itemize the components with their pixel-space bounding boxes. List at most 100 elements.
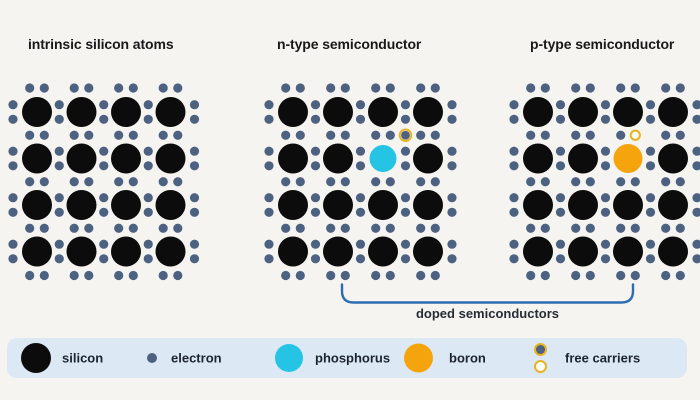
electron-dot (8, 239, 18, 249)
electron-dot (692, 100, 700, 110)
silicon-atom (111, 190, 141, 220)
electron-dot (355, 114, 366, 124)
electron-dot (371, 270, 381, 281)
electron-dot (447, 207, 457, 217)
electron-dot (143, 193, 153, 203)
electron-dot (447, 161, 457, 171)
electron-dot (555, 193, 566, 203)
free-electron-dot (401, 130, 410, 140)
electron-dot (25, 130, 35, 140)
electron-dot (189, 114, 200, 124)
electron-dot (54, 146, 64, 156)
electron-dot (310, 207, 321, 217)
electron-dot (616, 270, 626, 281)
electron-dot (600, 193, 611, 203)
electron-dot (264, 146, 274, 156)
electron-dot (310, 239, 321, 249)
electron-dot (326, 223, 336, 233)
electron-dot (430, 270, 440, 281)
silicon-atom (155, 236, 186, 267)
electron-dot (281, 83, 291, 93)
silicon-atom (66, 236, 97, 267)
electron-dot (173, 223, 183, 233)
electron-dot (585, 223, 595, 233)
electron-dot (645, 207, 656, 217)
electron-dot (84, 83, 94, 93)
electron-dot (84, 223, 94, 233)
electron-dot (416, 83, 426, 93)
silicon-atom (323, 190, 353, 220)
electron-dot (189, 100, 200, 110)
silicon-atom (323, 143, 353, 174)
electron-dot (99, 146, 109, 156)
panel-title-n-type: n-type semiconductor (277, 36, 422, 52)
electron-dot (645, 193, 656, 203)
electron-dot (310, 114, 321, 124)
electron-dot (143, 114, 153, 124)
electron-dot (600, 239, 611, 249)
electron-dot (447, 254, 457, 264)
legend-phosphorus-label: phosphorus (315, 350, 391, 366)
silicon-atom (278, 143, 308, 174)
electron-dot (355, 193, 366, 203)
electron-dot (509, 100, 519, 110)
hole-icon (534, 360, 547, 373)
electron-dot (8, 146, 18, 156)
electron-dot (281, 270, 291, 281)
electron-dot (509, 207, 519, 217)
electron-dot (189, 161, 200, 171)
electron-dot (326, 270, 336, 281)
electron-dot (264, 207, 274, 217)
legend-phosphorus-swatch (275, 344, 303, 372)
silicon-atom (323, 236, 353, 267)
silicon-atom (523, 143, 553, 174)
electron-dot (355, 239, 366, 249)
electron-dot (571, 223, 581, 233)
electron-dot (571, 177, 581, 187)
silicon-atom (22, 236, 52, 267)
electron-dot (430, 83, 440, 93)
electron-dot (616, 130, 626, 140)
silicon-atom (22, 190, 52, 220)
electron-dot (99, 161, 109, 171)
electron-dot (326, 83, 336, 93)
electron-dot (385, 223, 395, 233)
electron-dot (692, 161, 700, 171)
electron-dot (526, 223, 536, 233)
electron-dot (310, 146, 321, 156)
electron-dot (661, 223, 671, 233)
silicon-atom (368, 97, 398, 127)
legend-boron-label: boron (449, 350, 486, 366)
electron-dot (571, 83, 581, 93)
silicon-atom (111, 236, 141, 267)
electron-dot (310, 193, 321, 203)
electron-dot (645, 100, 656, 110)
electron-dot (509, 146, 519, 156)
electron-dot (416, 270, 426, 281)
electron-dot (675, 83, 685, 93)
electron-dot (189, 193, 200, 203)
electron-dot (355, 146, 366, 156)
electron-dot (630, 177, 640, 187)
electron-dot (630, 83, 640, 93)
silicon-atom (413, 190, 443, 220)
electron-dot (416, 130, 426, 140)
electron-dot (173, 83, 183, 93)
electron-dot (371, 130, 381, 140)
electron-dot (54, 254, 64, 264)
electron-dot (264, 239, 274, 249)
silicon-atom (523, 236, 553, 267)
electron-dot (600, 161, 611, 171)
electron-dot (264, 161, 274, 171)
electron-dot (645, 161, 656, 171)
electron-dot (173, 270, 183, 281)
electron-dot (555, 254, 566, 264)
electron-dot (400, 254, 411, 264)
brace-label: doped semiconductors (415, 306, 560, 321)
free-electron-icon (534, 343, 547, 356)
silicon-atom (155, 143, 186, 174)
electron-dot (526, 130, 536, 140)
electron-dot (571, 270, 581, 281)
electron-dot (385, 130, 395, 140)
electron-dot (99, 254, 109, 264)
